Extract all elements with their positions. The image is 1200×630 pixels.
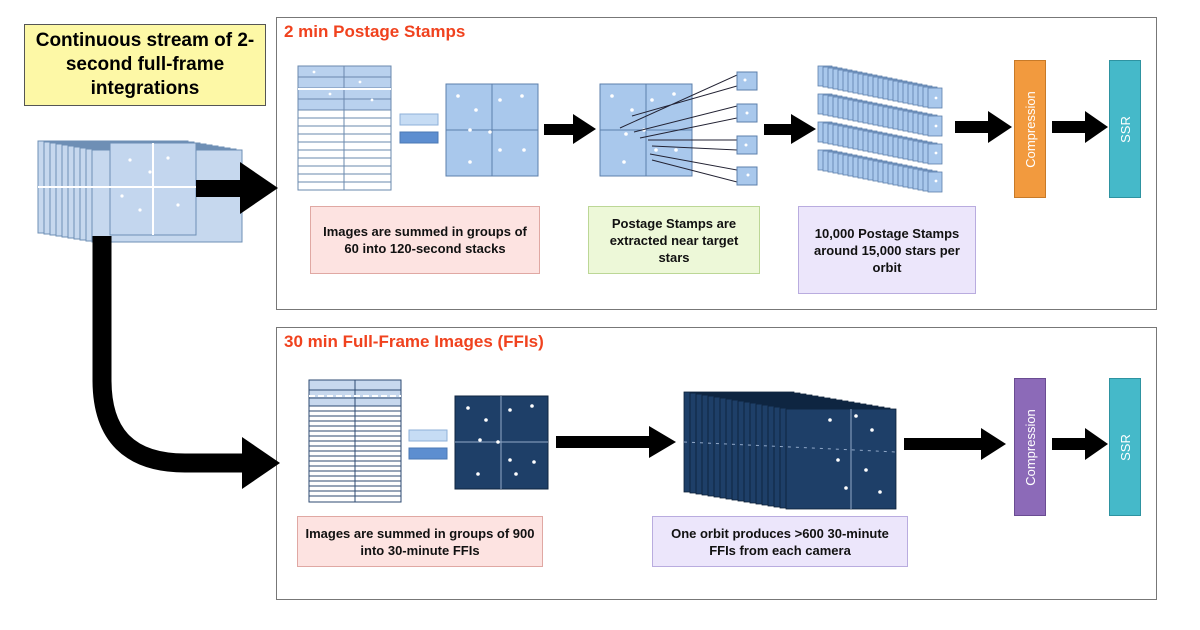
bottom-summed-caption: Images are summed in groups of 900 into … — [297, 516, 543, 567]
top-stamps-caption-text: 10,000 Postage Stamps around 15,000 star… — [814, 225, 960, 275]
top-summed-stack — [297, 65, 392, 191]
top-extracted-caption: Postage Stamps are extracted near target… — [588, 206, 760, 274]
top-compression-label: Compression — [1022, 90, 1038, 168]
input-to-bottom-arrow — [92, 236, 280, 489]
bottom-orbit-caption: One orbit produces >600 30-minute FFIs f… — [652, 516, 908, 567]
top-arrow-1 — [544, 114, 596, 144]
bottom-equals-sign — [408, 429, 448, 460]
top-stamp-stacks — [817, 65, 943, 193]
top-arrow-4 — [1052, 111, 1108, 143]
bottom-compression-label: Compression — [1022, 408, 1038, 486]
bottom-summed-frame — [454, 395, 549, 490]
bottom-compression-stage: Compression — [1014, 378, 1046, 516]
top-ssr-stage: SSR — [1109, 60, 1141, 198]
bottom-ssr-stage: SSR — [1109, 378, 1141, 516]
top-arrow-3 — [955, 111, 1012, 143]
top-postage-stamps — [736, 71, 758, 186]
input-stream-label: Continuous stream of 2-second full-frame… — [24, 24, 266, 106]
top-summed-frame — [445, 83, 539, 177]
top-compression-stage: Compression — [1014, 60, 1046, 198]
top-summed-caption-text: Images are summed in groups of 60 into 1… — [323, 224, 527, 256]
input-frame-stack — [37, 140, 243, 243]
input-stream-label-text: Continuous stream of 2-second full-frame… — [35, 30, 255, 99]
bottom-summed-caption-text: Images are summed in groups of 900 into … — [305, 525, 535, 558]
top-extracted-caption-text: Postage Stamps are extracted near target… — [609, 215, 739, 265]
bottom-arrow-1 — [556, 426, 676, 458]
bottom-arrow-2 — [904, 428, 1006, 460]
bottom-summed-stack — [308, 379, 402, 503]
bottom-ffi-stack — [683, 391, 897, 510]
ffi-title: 30 min Full-Frame Images (FFIs) — [284, 332, 544, 351]
top-ssr-label: SSR — [1117, 115, 1133, 143]
top-extraction-frame — [599, 74, 738, 183]
top-arrow-2 — [764, 114, 816, 144]
bottom-orbit-caption-text: One orbit produces >600 30-minute FFIs f… — [671, 525, 889, 558]
input-to-top-arrow — [196, 162, 278, 214]
bottom-arrow-3 — [1052, 428, 1108, 460]
top-stamps-caption: 10,000 Postage Stamps around 15,000 star… — [798, 206, 976, 294]
bottom-ssr-label: SSR — [1117, 433, 1133, 461]
postage-stamps-title: 2 min Postage Stamps — [284, 22, 466, 41]
top-summed-caption: Images are summed in groups of 60 into 1… — [310, 206, 540, 274]
top-equals-sign — [399, 113, 439, 144]
